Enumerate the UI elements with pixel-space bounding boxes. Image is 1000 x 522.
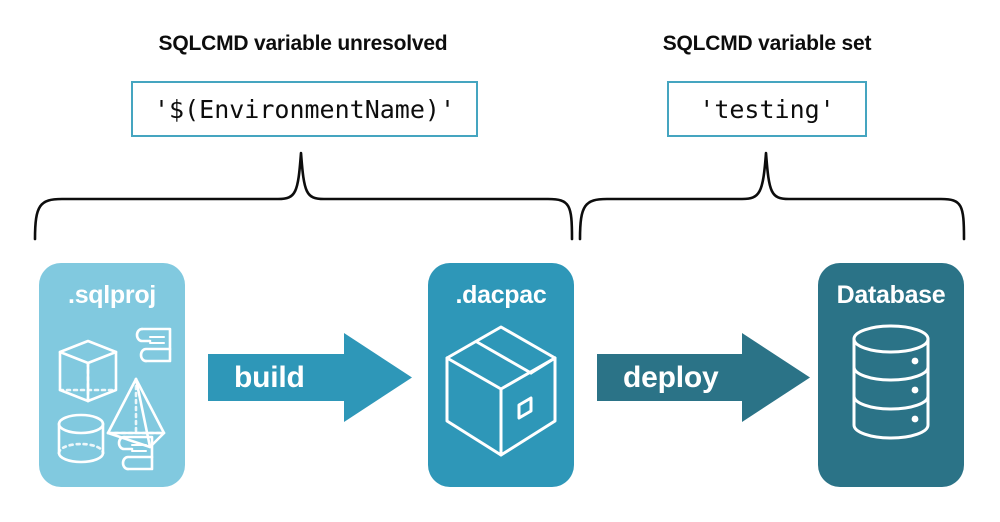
- script-scroll-icon-bottom: [117, 435, 154, 471]
- curly-brace-left: [33, 151, 574, 241]
- stage-label-dacpac: .dacpac: [455, 281, 547, 309]
- shapes-and-scripts-icon: [39, 321, 185, 471]
- code-box-variable-unresolved: '$(EnvironmentName)': [131, 81, 478, 137]
- arrow-deploy: deploy: [597, 333, 810, 422]
- stage-label-sqlproj: .sqlproj: [68, 281, 156, 309]
- script-scroll-icon-top: [135, 327, 172, 363]
- stage-box-dacpac: .dacpac: [428, 263, 574, 487]
- cylinder-icon: [57, 413, 105, 464]
- section-title-left: SQLCMD variable unresolved: [158, 32, 448, 55]
- code-box-variable-set: 'testing': [667, 81, 867, 137]
- arrow-build-shape: [208, 333, 412, 422]
- arrow-deploy-label: deploy: [623, 360, 719, 394]
- database-cylinder-icon: [818, 321, 964, 443]
- section-title-right: SQLCMD variable set: [662, 32, 872, 55]
- arrow-build-label: build: [234, 360, 305, 394]
- cube-icon: [58, 339, 118, 403]
- arrow-build: build: [208, 333, 412, 422]
- package-box-icon: [428, 321, 574, 461]
- stage-box-database: Database: [818, 263, 964, 487]
- arrow-deploy-shape: [597, 333, 810, 422]
- stage-box-sqlproj: .sqlproj: [39, 263, 185, 487]
- stage-label-database: Database: [836, 281, 946, 309]
- curly-brace-right: [578, 151, 966, 241]
